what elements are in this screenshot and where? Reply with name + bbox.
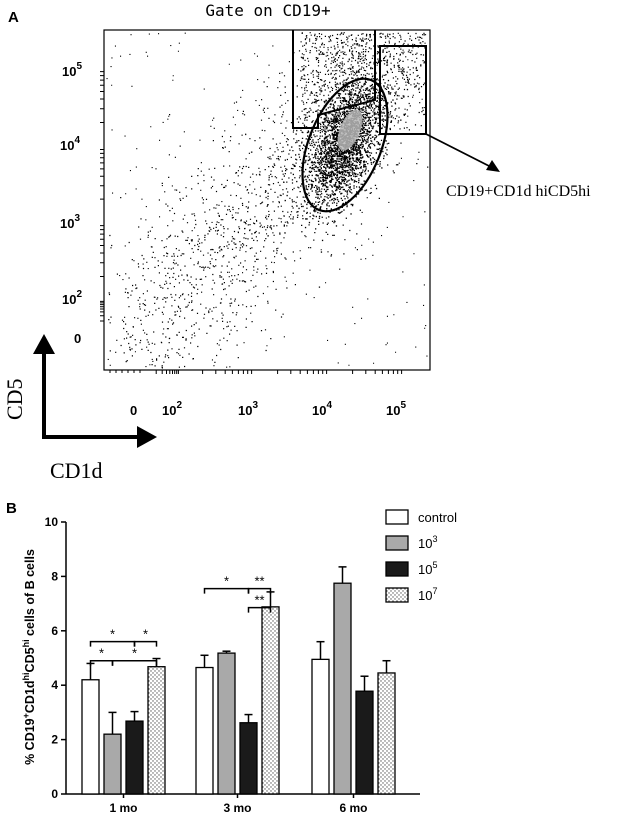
y-axis-label: CD5	[2, 378, 27, 420]
legend-label: 107	[418, 586, 437, 603]
y-tick-label: 2	[51, 733, 58, 747]
y-tick-label: 6	[51, 624, 58, 638]
y-axis-arrow-head	[33, 334, 55, 354]
bar	[333, 582, 352, 795]
gate-arrow-line	[425, 133, 494, 169]
flow-event-dots	[106, 32, 429, 369]
x-tick-1e5: 105	[386, 400, 406, 418]
panel-b: B % CD19+CD1dhiCD5hi cells of B cells 0 2…	[6, 500, 457, 815]
flow-plot-frame	[103, 29, 431, 371]
significance-bracket	[89, 640, 136, 647]
y-tick-labels: 105 104 103 102 0	[60, 61, 82, 346]
legend: control 103 105 107	[385, 509, 457, 603]
bar	[103, 733, 122, 795]
y-tick-label: 8	[51, 569, 58, 583]
y-tick-label: 10	[45, 515, 59, 529]
significance-bracket	[111, 659, 158, 666]
significance-bracket	[247, 587, 272, 594]
bar	[355, 690, 374, 795]
significance-bracket	[133, 640, 158, 647]
bar	[195, 666, 214, 795]
bar	[81, 679, 100, 795]
bar	[261, 606, 280, 795]
y-tick-1e3: 103	[60, 213, 80, 231]
significance-label: *	[224, 574, 229, 589]
x-tick-label: 3 mo	[223, 801, 251, 815]
y-tick-label: 4	[51, 678, 58, 692]
flow-dots	[106, 32, 429, 369]
bar	[217, 652, 236, 795]
bar	[311, 658, 330, 795]
x-tick-1e2: 102	[162, 400, 182, 418]
significance-label: **	[254, 574, 264, 589]
panel-a-title: Gate on CD19+	[205, 1, 330, 20]
legend-swatch	[385, 509, 409, 525]
gate-arrow-head	[486, 160, 500, 172]
y-tick-0: 0	[74, 331, 81, 346]
x-tick-1e4: 104	[312, 400, 332, 418]
legend-swatch	[385, 535, 409, 551]
y-tick-label: 0	[51, 787, 58, 801]
x-tick-labels: 0 102 103 104 105	[130, 400, 406, 418]
x-tick-label: 6 mo	[339, 801, 367, 815]
gate-cd1dhi-cd5hi-rectangle	[379, 45, 427, 135]
panel-b-label: B	[6, 500, 17, 517]
panel-a-label: A	[8, 9, 19, 26]
gate-ellipse	[301, 77, 389, 213]
x-axis-label: CD1d	[50, 458, 103, 483]
x-axis-arrow-head	[137, 426, 157, 448]
legend-label: control	[418, 510, 457, 525]
significance-label: *	[143, 627, 148, 642]
significance-brackets: *********	[89, 574, 272, 666]
significance-bracket	[247, 606, 272, 613]
bar	[147, 666, 166, 795]
significance-label: **	[254, 593, 264, 608]
legend-swatch	[385, 587, 409, 603]
significance-bracket	[203, 587, 250, 594]
minor-tick-marks	[100, 71, 403, 374]
significance-label: *	[99, 646, 104, 661]
bar-chart-bars: 1 mo 3 mo 6 mo	[81, 566, 396, 815]
gate-cd5hi-rectangle	[292, 30, 376, 129]
legend-label: 103	[418, 534, 437, 551]
density-core	[337, 109, 363, 151]
x-tick-label: 1 mo	[109, 801, 137, 815]
bar-chart-y-axis-label: % CD19+CD1dhiCD5hi cells of B cells	[21, 549, 37, 765]
gate-annotation: CD19+CD1d hiCD5hi	[446, 183, 591, 200]
bar	[377, 672, 396, 795]
y-tick-1e4: 104	[60, 135, 80, 153]
y-tick-1e5: 105	[62, 61, 82, 79]
legend-swatch	[385, 561, 409, 577]
significance-label: *	[132, 646, 137, 661]
y-tick-1e2: 102	[62, 289, 82, 307]
bar	[125, 720, 144, 795]
panel-a: A Gate on CD19+ CD19+CD1d hiCD5hi 105 10…	[2, 1, 591, 483]
x-tick-1e3: 103	[238, 400, 258, 418]
significance-label: *	[110, 627, 115, 642]
flow-minor-ticks	[100, 71, 403, 374]
legend-label: 105	[418, 560, 437, 577]
x-tick-0: 0	[130, 403, 137, 418]
bar	[239, 722, 258, 795]
